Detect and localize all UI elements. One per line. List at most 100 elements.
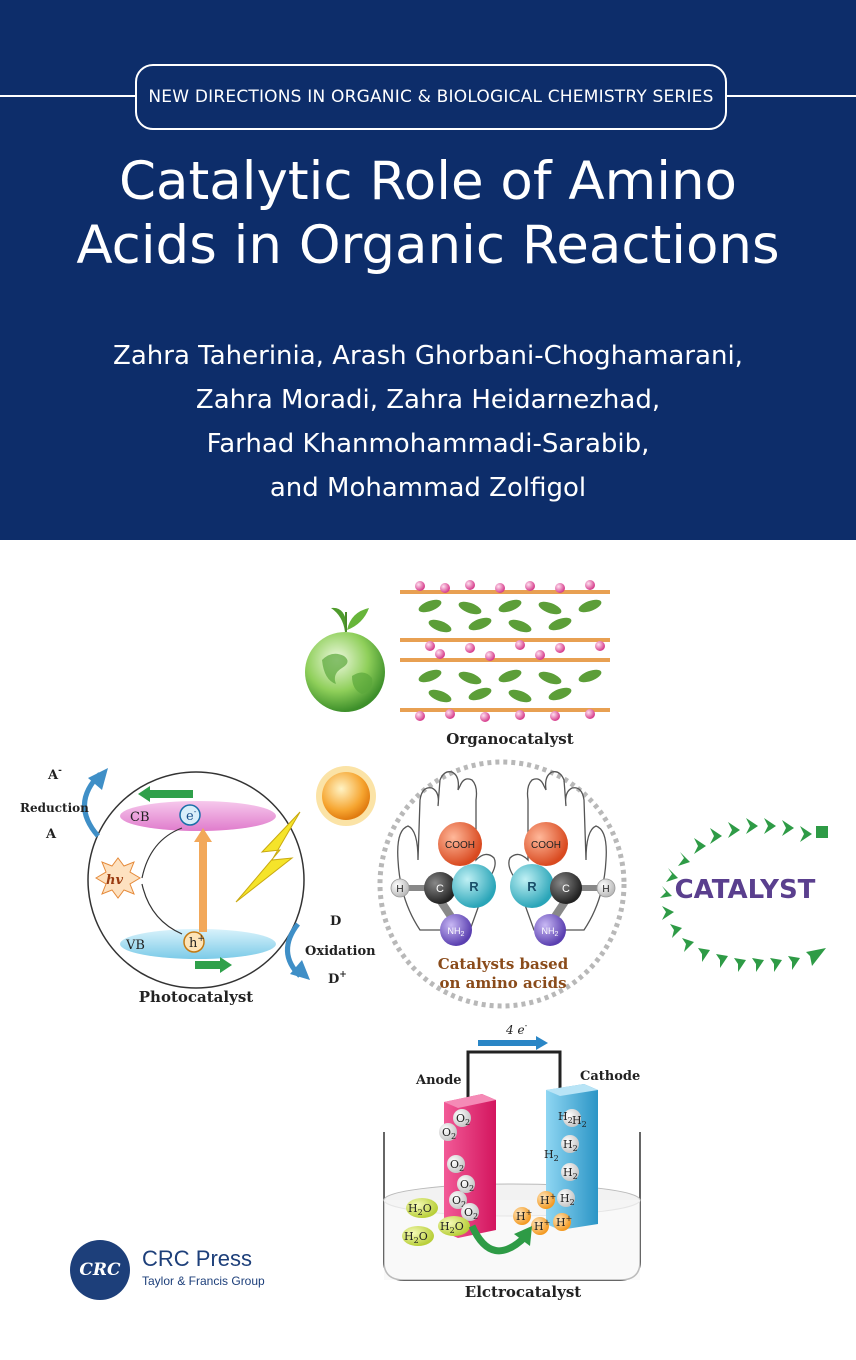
cb-green-arrow-icon — [145, 790, 193, 798]
series-rule-left — [0, 95, 140, 97]
crc-logo-text: CRC — [79, 1260, 121, 1280]
nh2-label-left: NH2 — [448, 926, 465, 938]
author-line-1: Zahra Taherinia, Arash Ghorbani-Choghama… — [113, 341, 743, 371]
photocatalyst-figure: CB VB e- h+ hv A- Reduction A D Oxidatio… — [20, 766, 376, 1006]
electron-icon — [179, 804, 201, 826]
h-label-right: H — [602, 884, 609, 895]
svg-text:O2: O2 — [460, 1178, 474, 1193]
svg-text:H+: H+ — [540, 1192, 556, 1207]
amino-acid-figure: COOH C R H NH2 COOH R C H NH2 Catalysts … — [377, 759, 627, 1009]
electron-flow-label: 4 e- — [505, 1021, 528, 1037]
cooh-atom-left — [438, 822, 482, 866]
publisher-group: Taylor & Francis Group — [142, 1274, 265, 1288]
svg-text:O2: O2 — [452, 1194, 466, 1209]
author-list: Zahra Taherinia, Arash Ghorbani-Choghama… — [0, 334, 856, 510]
d-label: D — [330, 914, 341, 929]
electrocatalyst-label: Elctrocatalyst — [465, 1283, 581, 1301]
svg-text:H2: H2 — [544, 1148, 559, 1163]
r-group-atom-left — [452, 864, 496, 908]
a-label: A — [45, 827, 57, 842]
c-label-right: C — [562, 883, 570, 895]
green-globe-icon — [305, 607, 385, 712]
svg-text:H+: H+ — [556, 1214, 572, 1229]
hands-outline-icon — [397, 771, 607, 931]
amino-caption-line-2: on amino acids — [439, 974, 566, 992]
lightning-bolt-icon — [235, 811, 301, 903]
hydrogen-atom-left — [390, 878, 410, 898]
svg-text:H2: H2 — [558, 1110, 573, 1125]
cover-illustration: Organocatalyst CB VB e- h+ hv A- Reduct — [20, 580, 828, 1301]
title-line-1: Catalytic Role of Amino — [119, 151, 737, 212]
proton-ions: H+ H+ H+ H+ — [513, 1191, 572, 1235]
d-plus-label: D+ — [328, 970, 347, 987]
catalyst-cycle-figure: CATALYST — [660, 818, 828, 972]
svg-text:H2O: H2O — [440, 1220, 464, 1235]
cooh-atom-right — [524, 822, 568, 866]
svg-text:H2: H2 — [560, 1192, 575, 1207]
c-label-left: C — [436, 883, 444, 895]
hole-icon — [183, 931, 205, 953]
nh2-atom-right — [534, 914, 566, 946]
cooh-label-left: COOH — [445, 840, 475, 851]
svg-text:O2: O2 — [450, 1158, 464, 1173]
photocatalyst-label: Photocatalyst — [139, 988, 253, 1006]
svg-text:H2O: H2O — [404, 1230, 428, 1245]
electrocatalyst-figure: 4 e- Anode Cathode O2 O2 O2 O2 O2 O2 H2 … — [383, 1021, 641, 1301]
anode-label: Anode — [415, 1073, 462, 1088]
proton-transfer-arrow-icon — [468, 1224, 529, 1255]
hydrogen-atom-right — [596, 878, 616, 898]
h-label-left: H — [396, 884, 403, 895]
nh2-atom-left — [440, 914, 472, 946]
svg-text:O2: O2 — [456, 1112, 470, 1127]
photocatalyst-particle — [87, 771, 305, 989]
series-banner: NEW DIRECTIONS IN ORGANIC & BIOLOGICAL C… — [135, 64, 727, 130]
author-line-4: and Mohammad Zolfigol — [269, 473, 587, 503]
carbon-atom-right — [550, 872, 582, 904]
cooh-label-right: COOH — [531, 840, 561, 851]
excitation-arrow-icon — [199, 838, 207, 932]
series-name: NEW DIRECTIONS IN ORGANIC & BIOLOGICAL C… — [148, 87, 714, 107]
r-label-right: R — [527, 879, 537, 894]
hydrogen-bubbles: H2 H2 H2 H2 H2 H2 — [544, 1109, 587, 1207]
series-rule-right — [720, 95, 856, 97]
hole-label: h+ — [189, 934, 205, 951]
crc-logo-icon: CRC — [70, 1240, 130, 1300]
electron-flow-arrow-icon — [478, 1040, 538, 1046]
reduction-label: Reduction — [20, 801, 89, 815]
water-molecules: H2O H2O H2O — [402, 1198, 470, 1246]
svg-text:H2: H2 — [572, 1114, 587, 1129]
oxidation-label: Oxidation — [305, 944, 376, 959]
hv-burst-icon: hv — [95, 857, 141, 899]
sun-icon — [316, 766, 376, 826]
r-group-atom-right — [510, 864, 554, 908]
svg-text:H2: H2 — [563, 1166, 578, 1181]
nh2-label-right: NH2 — [542, 926, 559, 938]
cb-label: CB — [130, 810, 150, 825]
amino-caption-line-1: Catalysts based — [438, 955, 569, 973]
external-circuit-wire — [466, 1050, 562, 1098]
dotted-ring — [377, 759, 627, 1009]
svg-text:O2: O2 — [464, 1206, 478, 1221]
publisher-name: CRC Press — [142, 1246, 253, 1271]
catalyst-word: CATALYST — [675, 875, 816, 905]
svg-text:O2: O2 — [442, 1126, 456, 1141]
organocatalyst-figure: Organocatalyst — [305, 580, 610, 748]
title-line-2: Acids in Organic Reactions — [76, 215, 780, 276]
author-line-2: Zahra Moradi, Zahra Heidarnezhad, — [195, 385, 661, 415]
author-line-3: Farhad Khanmohammadi-Sarabib, — [206, 429, 650, 459]
carbon-atom-left — [424, 872, 456, 904]
svg-text:H+: H+ — [516, 1208, 532, 1223]
electron-label: e- — [186, 807, 197, 824]
oxygen-bubbles: O2 O2 O2 O2 O2 O2 — [439, 1109, 479, 1221]
cathode-label: Cathode — [580, 1069, 640, 1084]
hv-label: hv — [106, 873, 123, 888]
publisher-logo: CRC CRC Press Taylor & Francis Group — [70, 1240, 290, 1302]
book-title: Catalytic Role of Amino Acids in Organic… — [0, 150, 856, 278]
svg-text:H+: H+ — [534, 1218, 550, 1233]
vb-label: VB — [125, 938, 145, 953]
r-label-left: R — [469, 879, 479, 894]
a-minus-label: A- — [47, 766, 62, 783]
green-chevron-arrows-icon — [660, 818, 826, 972]
svg-text:H2O: H2O — [408, 1202, 432, 1217]
vb-green-arrow-icon — [195, 961, 221, 969]
